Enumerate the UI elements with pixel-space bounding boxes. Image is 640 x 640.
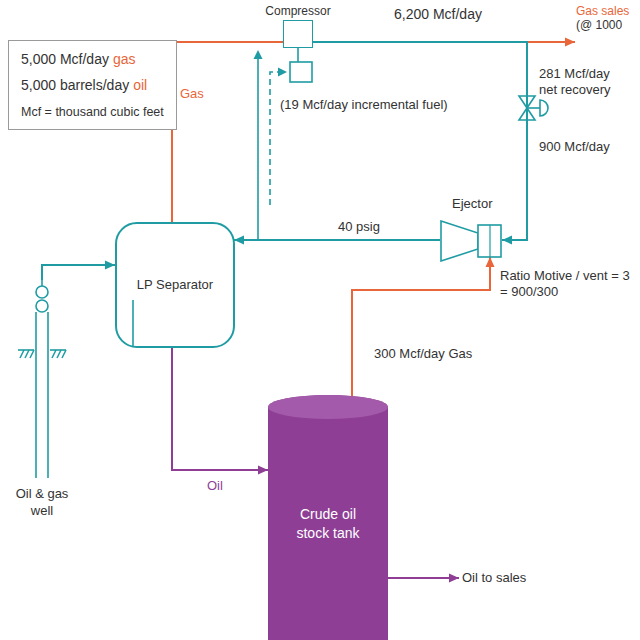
flow-label: 40 psig	[336, 219, 382, 235]
sales-terminal: Oil to sales	[462, 570, 526, 585]
flow-label: Oil	[205, 478, 225, 494]
legend-text: Mcf = thousand cubic feet	[21, 105, 164, 119]
ejector-body	[478, 225, 501, 257]
arrow-head	[565, 38, 575, 47]
arrow-head	[258, 466, 268, 475]
flow-path	[172, 42, 283, 222]
arrow-head	[449, 574, 459, 583]
well-symbol	[18, 280, 66, 478]
flow-path	[352, 257, 490, 399]
legend-row: 5,000 barrels/day oil	[21, 76, 164, 94]
sales-terminal: Gas sales(@ 1000	[576, 4, 638, 48]
flow-line	[388, 574, 459, 583]
ejector: Ejector	[440, 220, 502, 262]
flow-path	[388, 577, 459, 579]
flow-path	[313, 42, 527, 240]
flow-rate: 281 Mcf/day net recovery	[537, 66, 633, 99]
ejector-label: Ejector	[452, 196, 492, 211]
ejector-cone	[441, 221, 478, 261]
arrow-head	[486, 257, 495, 267]
flow-label: 300 Mcf/day Gas	[372, 346, 474, 362]
flow-line	[234, 236, 440, 245]
flow-rate: 900 Mcf/day	[537, 139, 612, 155]
flow-path	[234, 239, 440, 241]
flow-label: Gas	[178, 86, 206, 102]
compressor-label: Compressor	[265, 4, 330, 18]
stream-word: oil	[133, 77, 147, 93]
compressor-box: Compressor	[283, 20, 313, 48]
ejector-nozzle	[489, 225, 490, 257]
flow-line	[42, 261, 115, 281]
legend-row: 5,000 Mcf/daygas	[21, 50, 164, 68]
legend-box: 5,000 Mcf/daygas 5,000 barrels/day oilMcf …	[8, 40, 177, 130]
tank-label: Crude oil stock tank	[283, 505, 373, 543]
flow-path	[172, 348, 268, 470]
tank-shell	[268, 395, 388, 640]
destination-note: (@ 1000	[576, 18, 638, 32]
flow-line	[313, 42, 527, 245]
vessel-label: LP Separator	[136, 277, 214, 294]
fuel-system	[254, 48, 313, 240]
legend-text: 5,000 Mcf/day	[21, 51, 109, 67]
destination-label: Oil to sales	[462, 570, 526, 585]
legend-row: Mcf = thousand cubic feet	[21, 102, 164, 120]
fuel-note: (19 Mcf/day incremental fuel)	[278, 97, 450, 113]
well-label: Oil & gas well	[10, 486, 74, 520]
flow-path	[42, 265, 115, 280]
legend-text: 5,000 barrels/day	[21, 77, 129, 93]
separator-vessel: LP Separator	[115, 222, 235, 348]
well: Oil & gas well	[10, 280, 74, 520]
arrow-head	[234, 236, 244, 245]
destination-label: Gas sales	[576, 4, 638, 18]
control-valve	[519, 96, 548, 120]
arrow-head	[105, 261, 115, 270]
ejector-symbol	[440, 220, 502, 262]
arrow-head	[502, 236, 512, 245]
flow-line	[172, 348, 268, 475]
flow-line	[172, 42, 283, 222]
stream-word: gas	[113, 51, 136, 67]
flow-line	[352, 257, 495, 399]
stock-tank: Crude oil stock tank	[268, 395, 388, 640]
ratio-note: Ratio Motive / vent = 3 = 900/300	[498, 268, 638, 301]
weir-line	[132, 300, 134, 346]
flow-label: 6,200 Mcf/day	[392, 6, 484, 24]
tank-roof	[268, 395, 388, 419]
